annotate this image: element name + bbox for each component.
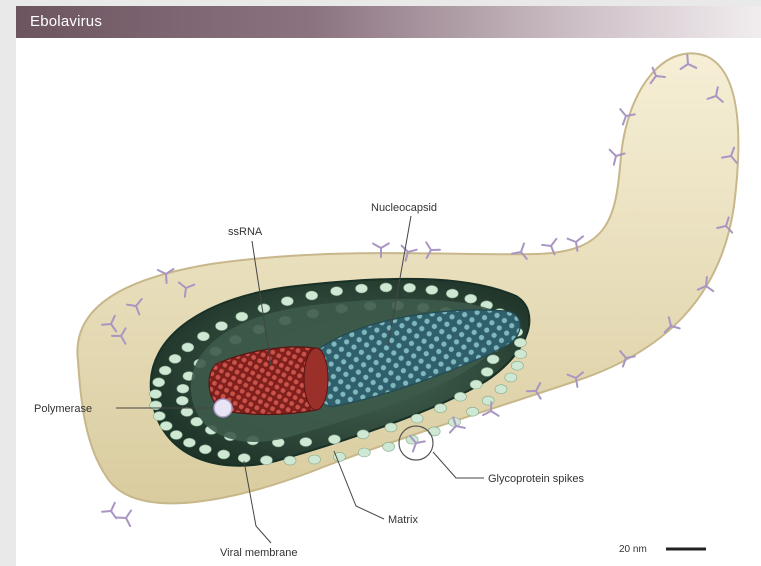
matrix-bead <box>357 430 369 439</box>
matrix-bead <box>328 435 340 444</box>
matrix-bead <box>411 414 423 423</box>
matrix-bead <box>218 450 230 459</box>
matrix-bead <box>306 291 318 300</box>
matrix-bead <box>153 378 165 387</box>
matrix-bead <box>260 456 272 465</box>
glycoprotein-spike <box>373 244 381 248</box>
glycoprotein-spike <box>521 244 524 253</box>
glycoprotein-spike <box>620 109 626 116</box>
label-nucleocapsid: Nucleocapsid <box>371 202 437 214</box>
polymerase-particle <box>214 399 232 417</box>
glycoprotein-spike <box>576 378 577 387</box>
matrix-bead <box>236 312 248 321</box>
matrix-bead <box>515 350 527 359</box>
glycoprotein-spike <box>542 245 551 246</box>
matrix-bead <box>177 384 189 393</box>
label-ssrna: ssRNA <box>228 226 263 238</box>
matrix-bead <box>150 390 162 399</box>
matrix-bead <box>505 373 517 382</box>
matrix-bead <box>281 297 293 306</box>
glycoprotein-spike <box>127 305 136 306</box>
glycoprotein-spike <box>576 242 577 251</box>
glycoprotein-spike <box>166 274 167 283</box>
label-glycoprotein-spikes: Glycoprotein spikes <box>488 473 584 485</box>
matrix-bead <box>358 448 370 457</box>
glycoprotein-spike <box>117 518 126 519</box>
matrix-bead <box>284 456 296 465</box>
glycoprotein-spike <box>614 156 616 165</box>
glycoprotein-spike <box>706 277 707 286</box>
matrix-bead <box>426 285 438 294</box>
matrix-bead <box>465 294 477 303</box>
glycoprotein-spike <box>623 116 626 125</box>
glycoprotein-spike <box>126 518 130 526</box>
matrix-bead <box>428 427 440 436</box>
matrix-bead <box>495 385 507 394</box>
label-matrix: Matrix <box>388 514 418 526</box>
glycoprotein-spike <box>610 150 616 156</box>
matrix-bead <box>258 304 270 313</box>
glycoprotein-spike <box>111 503 115 511</box>
glycoprotein-spike <box>568 239 576 242</box>
matrix-bead <box>380 283 392 292</box>
matrix-bead <box>160 421 172 430</box>
matrix-bead <box>176 396 188 405</box>
matrix-bead <box>467 407 479 416</box>
label-scale-bar: 20 nm <box>619 544 647 555</box>
glycoprotein-spike <box>551 239 556 246</box>
glycoprotein-leader <box>433 452 484 478</box>
label-viral-membrane: Viral membrane <box>220 547 297 559</box>
glycoprotein-spike <box>185 288 186 297</box>
glycoprotein-spike <box>102 511 111 512</box>
matrix-bead <box>169 354 181 363</box>
matrix-bead <box>197 332 209 341</box>
matrix-bead <box>309 455 321 464</box>
matrix-bead <box>404 283 416 292</box>
label-polymerase: Polymerase <box>34 403 92 415</box>
matrix-bead <box>331 287 343 296</box>
matrix-bead <box>182 343 194 352</box>
matrix-bead <box>482 396 494 405</box>
glycoprotein-spike <box>111 511 116 518</box>
glycoprotein-spike <box>456 426 465 428</box>
matrix-bead <box>199 445 211 454</box>
matrix-bead <box>487 355 499 364</box>
matrix-bead <box>216 322 228 331</box>
matrix-bead <box>511 361 523 370</box>
matrix-bead <box>514 338 526 347</box>
matrix-bead <box>383 442 395 451</box>
glycoprotein-spike <box>706 286 713 291</box>
matrix-bead <box>470 380 482 389</box>
diagram-frame: Ebolavirus <box>16 6 761 566</box>
glycoprotein-spike <box>408 250 417 252</box>
matrix-bead <box>153 412 165 421</box>
glycoprotein-spike <box>576 236 583 242</box>
glycoprotein-spike <box>450 426 456 433</box>
glycoprotein-spike <box>687 55 688 64</box>
matrix-bead <box>181 407 193 416</box>
matrix-bead <box>183 438 195 447</box>
glycoprotein-spike <box>158 270 166 274</box>
ebolavirus-illustration: ssRNA Nucleocapsid Polymerase Glycoprote… <box>16 6 761 566</box>
glycoprotein-spike <box>102 324 111 325</box>
glycoprotein-spike <box>491 411 499 416</box>
matrix-bead <box>435 404 447 413</box>
matrix-bead <box>356 284 368 293</box>
glycoprotein-spike <box>426 242 431 250</box>
glycoprotein-spike <box>126 511 131 519</box>
matrix-bead <box>446 289 458 298</box>
glycoprotein-spike <box>381 243 389 248</box>
matrix-bead <box>385 423 397 432</box>
matrix-bead <box>170 430 182 439</box>
matrix-bead <box>454 392 466 401</box>
matrix-bead <box>481 367 493 376</box>
glycoprotein-spike <box>656 76 665 77</box>
matrix-bead <box>159 366 171 375</box>
matrix-bead <box>300 438 312 447</box>
